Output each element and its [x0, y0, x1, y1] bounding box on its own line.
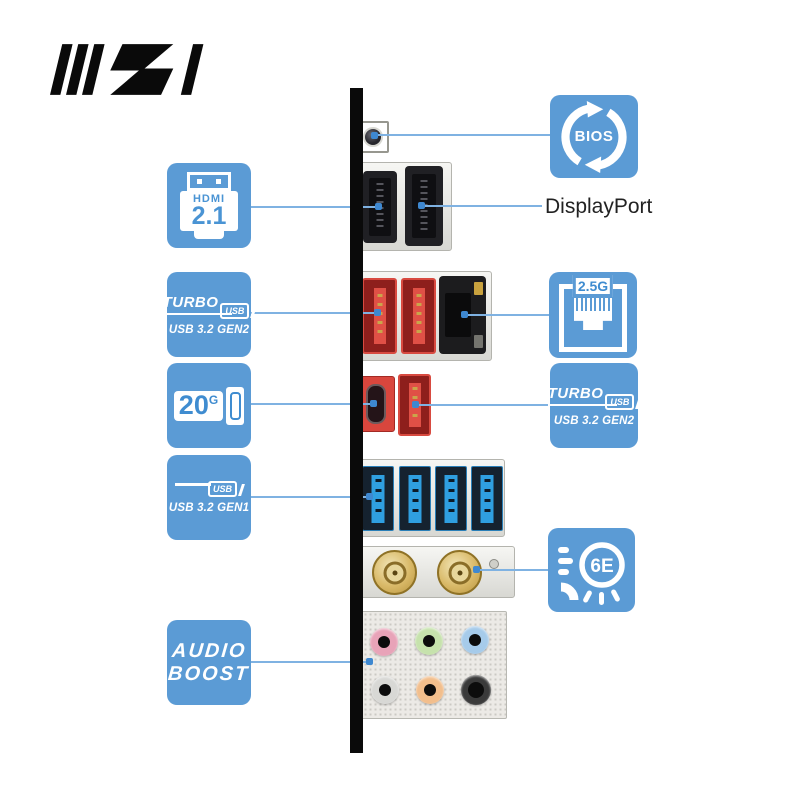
usb-red-port-1	[362, 278, 397, 354]
usb-c-slot-icon	[229, 391, 241, 420]
callout-line-wifi	[478, 569, 548, 571]
callout-line-20g	[250, 403, 374, 405]
audio-jack-black	[461, 675, 491, 705]
usb-blue-port-2	[399, 466, 431, 531]
usb-gen2-label: USB 3.2 GEN2	[168, 323, 250, 336]
wifi-6e-label: 6E	[590, 556, 613, 577]
usb-20g-drive-icon: 20G	[173, 386, 245, 425]
usb-gen2-label: USB 3.2 GEN2	[553, 414, 635, 427]
callout-box-usb-gen1: USB USB 3.2 GEN1	[167, 455, 251, 540]
usb-red-port-2	[401, 278, 436, 354]
wifi-signal-icon: 6E	[554, 532, 630, 608]
callout-box-lan: 2.5G	[549, 272, 637, 358]
audio-jack-pink	[370, 628, 398, 656]
20g-unit-text: G	[208, 392, 219, 407]
usb-badge: USB	[207, 481, 237, 497]
msi-logo	[50, 44, 204, 95]
callout-line-usb-gen2-right	[418, 404, 550, 406]
callout-line-displayport	[424, 205, 542, 207]
lan-led-top	[474, 282, 483, 295]
usb-gen1-logo: USB USB 3.2 GEN1	[169, 481, 249, 514]
turbo-text: TURBO	[547, 385, 618, 406]
displayport-label: DisplayPort	[545, 195, 653, 218]
usb-blue-port-4	[471, 466, 503, 531]
usb-lan-plate	[356, 271, 492, 361]
callout-dot-lan	[461, 311, 468, 318]
bios-label: BIOS	[574, 128, 614, 145]
plate-screw	[489, 559, 499, 569]
20g-value-text: 20	[178, 389, 209, 420]
callout-dot-usb-gen2-right	[412, 401, 419, 408]
callout-dot-audio	[366, 658, 373, 665]
callout-box-usb-gen2-right: TURBO USB USB 3.2 GEN2	[547, 363, 643, 448]
wifi-antenna-1	[372, 550, 417, 595]
callout-box-bios: BIOS	[550, 95, 638, 178]
callout-box-usb-gen2-left: TURBO USB USB 3.2 GEN2	[162, 272, 258, 357]
callout-line-usb-gen2-left	[250, 312, 378, 314]
audio-jack-blue	[461, 626, 489, 654]
hdmi-connector-icon: HDMI 2.1	[180, 171, 238, 240]
audio-jack-panel	[357, 611, 507, 719]
hdmi-version-text: 2.1	[191, 201, 227, 230]
usb-badge: USB	[605, 393, 635, 410]
usb-slash-icon	[238, 484, 245, 496]
wifi-antenna-plate	[357, 546, 515, 598]
hdmi-brand-text: HDMI	[192, 192, 226, 205]
callout-dot-hdmi	[375, 203, 382, 210]
usb-badge: USB	[220, 302, 250, 319]
usb-blue-port-3	[435, 466, 467, 531]
usb-blue-plate	[353, 459, 505, 537]
callout-dot-displayport	[418, 202, 425, 209]
callout-line-audio	[250, 661, 370, 663]
callout-box-20g: 20G	[167, 363, 251, 448]
callout-line-usb-gen1	[250, 496, 370, 498]
rj45-jack-icon: 2.5G	[559, 275, 627, 352]
audio-boost-line2: BOOST	[167, 662, 251, 685]
audio-boost-line1: AUDIO	[170, 639, 248, 662]
refresh-arrows-icon: BIOS	[557, 100, 631, 174]
audio-jack-orange	[416, 676, 444, 704]
lan-led-bottom	[474, 335, 483, 348]
callout-dot-bios	[371, 132, 378, 139]
callout-dot-usb-gen2-left	[374, 309, 381, 316]
callout-line-bios	[378, 134, 550, 136]
turbo-usb-logo: TURBO USB USB 3.2 GEN2	[547, 385, 643, 427]
callout-dot-usb-gen1	[366, 493, 373, 500]
audio-jack-green	[415, 627, 443, 655]
callout-dot-20g	[370, 400, 377, 407]
usb-line-icon	[174, 483, 211, 486]
turbo-usb-logo: TURBO USB USB 3.2 GEN2	[162, 294, 258, 336]
callout-box-hdmi: HDMI 2.1	[167, 163, 251, 248]
callout-line-lan	[466, 314, 549, 316]
turbo-text: TURBO	[162, 294, 233, 315]
audio-jack-silver	[371, 676, 399, 704]
usb-gen1-label: USB 3.2 GEN1	[168, 502, 250, 514]
callout-line-hdmi	[250, 206, 380, 208]
callout-box-audio-boost: AUDIO BOOST	[167, 620, 251, 705]
callout-dot-wifi	[473, 566, 480, 573]
io-shield-bar	[350, 88, 363, 753]
lan-speed-label: 2.5G	[572, 275, 614, 297]
usb-slash-icon	[635, 396, 643, 409]
callout-box-wifi: 6E	[548, 528, 635, 612]
